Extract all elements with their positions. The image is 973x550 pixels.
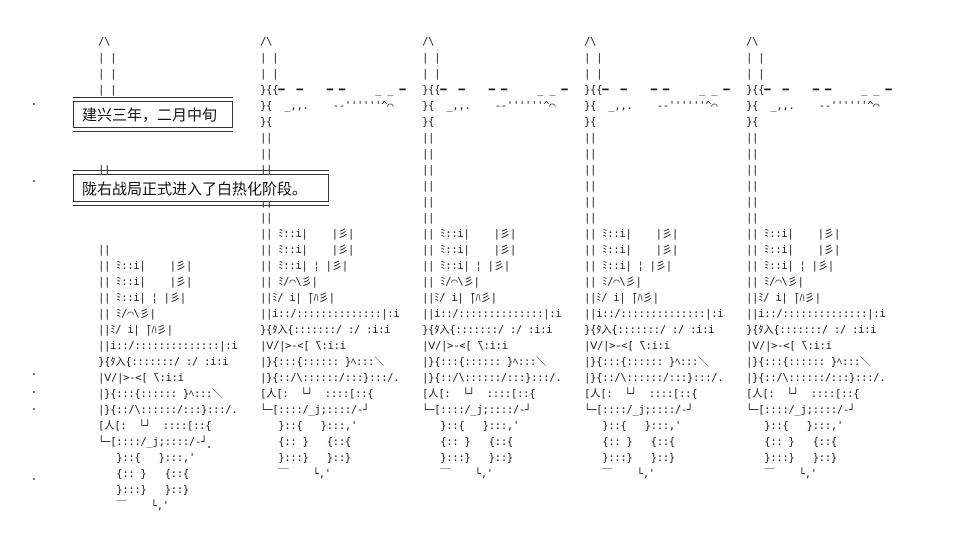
stray-dot xyxy=(33,478,35,480)
caption-box-narration: 陇右战局正式进入了白热化阶段。 xyxy=(73,170,329,206)
ascii-figure-spear-plain: /\ | | | | | | || || || ﾐ::i| |彡| || ﾐ::… xyxy=(98,36,238,512)
caption-text-date: 建兴三年，二月中旬 xyxy=(82,106,218,124)
stray-dot xyxy=(208,446,210,448)
ascii-figure-spear-flag: /\ | | | | }{{━ ━ ━ ━ _ _ ━ }{ _,,. ‐‐''… xyxy=(746,36,892,480)
caption-text-narration: 陇右战局正式进入了白热化阶段。 xyxy=(82,179,308,198)
ascii-figure-spear-flag: /\ | | | | }{{━ ━ ━ ━ _ _ ━ }{ _,,. ‐‐''… xyxy=(422,36,568,480)
stray-dot xyxy=(33,391,35,393)
stray-dot xyxy=(33,103,35,105)
ascii-figure-spear-flag: /\ | | | | }{{━ ━ ━ ━ _ _ ━ }{ _,,. ‐‐''… xyxy=(260,36,406,480)
stray-dot xyxy=(33,180,35,182)
ascii-figure-spear-flag: /\ | | | | }{{━ ━ ━ ━ _ _ ━ }{ _,,. ‐‐''… xyxy=(584,36,730,480)
stray-dot xyxy=(33,408,35,410)
caption-box-date: 建兴三年，二月中旬 xyxy=(73,97,233,132)
stray-dot xyxy=(33,373,35,375)
